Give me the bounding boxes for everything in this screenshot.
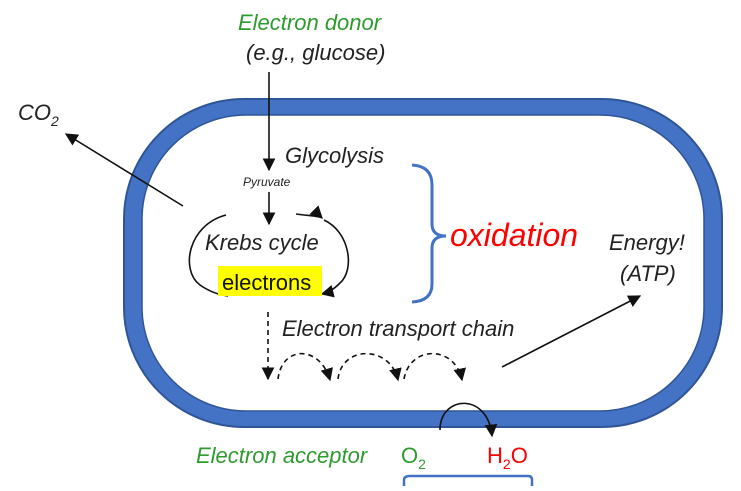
co2-label: CO2 xyxy=(18,100,59,129)
o2-label: O2 xyxy=(401,443,426,472)
electrons-highlight xyxy=(218,266,322,296)
etc-hop-2 xyxy=(337,353,402,382)
etc-hop-1 xyxy=(277,353,333,382)
krebs-cycle-loop-right xyxy=(320,219,350,298)
etc-hop-3 xyxy=(403,353,467,382)
cell-interior xyxy=(141,114,705,412)
bottom-bracket-fragment xyxy=(402,474,534,486)
co2-arrow xyxy=(64,133,184,207)
pyruvate-label: Pyruvate xyxy=(243,175,291,189)
o2-to-h2o-arrow xyxy=(439,402,498,438)
krebs-cycle-loop-top xyxy=(295,205,323,219)
energy-arrow xyxy=(501,295,642,368)
etc-label: Electron transport chain xyxy=(282,316,514,341)
electrons-label: electrons xyxy=(222,270,311,295)
glycolysis-label: Glycolysis xyxy=(285,143,384,168)
h2o-label: H2O xyxy=(487,443,528,472)
electron-donor-example: (e.g., glucose) xyxy=(246,40,385,65)
krebs-cycle-label: Krebs cycle xyxy=(205,230,319,255)
oxidation-bracket xyxy=(411,163,447,304)
oxidation-label: oxidation xyxy=(450,217,578,253)
energy-label: Energy! xyxy=(609,230,685,255)
electron-acceptor-label: Electron acceptor xyxy=(196,443,369,468)
atp-label: (ATP) xyxy=(620,261,676,286)
electron-donor-label: Electron donor xyxy=(238,10,383,35)
